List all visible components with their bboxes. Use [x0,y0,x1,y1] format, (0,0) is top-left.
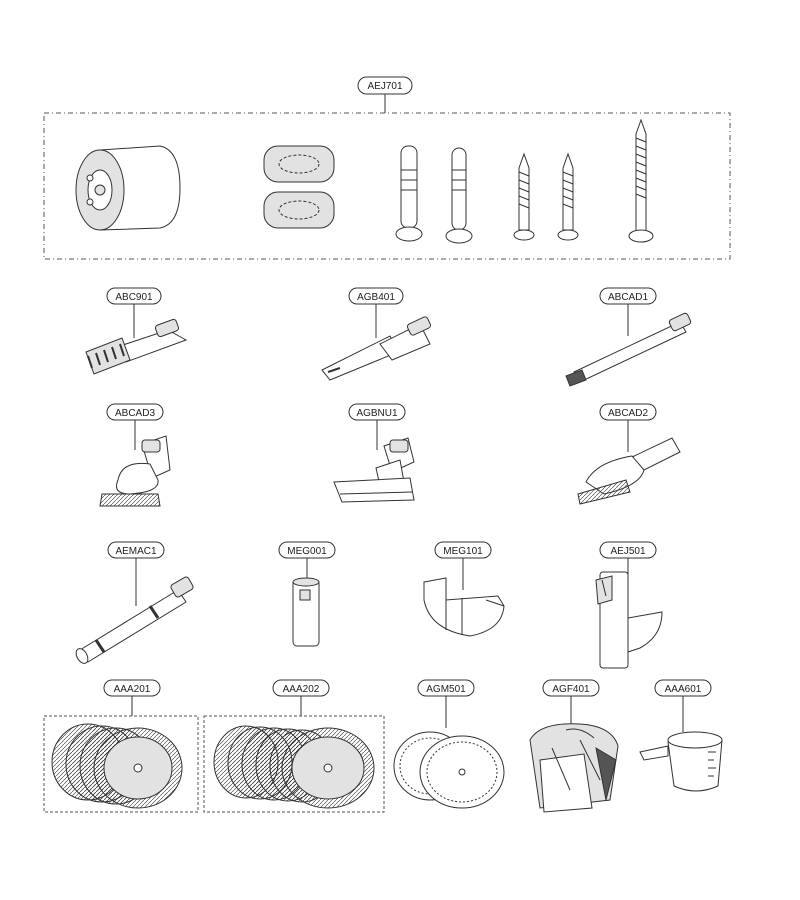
part-mop-pads-aaa202[interactable] [213,725,375,809]
callout-agb401[interactable]: AGB401 [348,287,404,338]
svg-text:ABCAD1: ABCAD1 [608,292,648,303]
part-pad-lower[interactable] [263,191,335,229]
callout-abcad2[interactable]: ABCAD2 [599,403,657,452]
part-pin-2[interactable] [445,147,473,244]
part-cylinder-adapter[interactable] [75,145,181,231]
part-filter-bag[interactable] [529,723,619,813]
svg-text:AEJ501: AEJ501 [610,546,645,557]
callout-agm501[interactable]: AGM501 [417,679,475,728]
kit-box-aaa202 [203,715,385,813]
svg-text:AGBNU1: AGBNU1 [356,408,398,419]
callout-aaa202[interactable]: AAA202 [272,679,330,716]
part-long-screw[interactable] [628,118,654,243]
part-filter-discs[interactable] [393,731,505,809]
callout-aaa601[interactable]: AAA601 [654,679,712,732]
callout-meg101[interactable]: MEG101 [434,541,492,590]
part-extension-wand[interactable] [74,576,194,665]
callout-agf401[interactable]: AGF401 [542,679,600,724]
svg-text:AGB401: AGB401 [357,292,395,303]
part-upholstery-tool[interactable] [333,437,415,503]
svg-text:AAA601: AAA601 [665,684,702,695]
part-long-crevice-tool[interactable] [565,312,692,387]
part-angled-brush[interactable] [577,437,681,505]
svg-text:AGM501: AGM501 [426,684,466,695]
svg-text:AGF401: AGF401 [552,684,590,695]
callout-agbnu1[interactable]: AGBNU1 [348,403,406,450]
part-pad-upper[interactable] [263,145,335,183]
svg-text:MEG001: MEG001 [287,546,327,557]
callout-aemac1[interactable]: AEMAC1 [107,541,165,606]
callout-aaa201[interactable]: AAA201 [103,679,161,716]
svg-text:AAA202: AAA202 [283,684,320,695]
svg-text:AAA201: AAA201 [114,684,151,695]
part-mop-pads-aaa201[interactable] [51,723,183,809]
part-combination-brush[interactable] [85,318,188,375]
callout-abcad3[interactable]: ABCAD3 [106,403,164,450]
part-wall-bracket[interactable] [595,571,663,669]
part-screw-2[interactable] [557,152,579,241]
part-dusting-brush[interactable] [99,435,171,507]
callout-abc901[interactable]: ABC901 [106,287,162,338]
svg-text:ABC901: ABC901 [115,292,153,303]
svg-text:MEG101: MEG101 [443,546,483,557]
kit-box-aej701 [43,112,731,260]
part-holder-tube[interactable] [292,577,320,647]
part-screw-1[interactable] [513,152,535,241]
part-crevice-tool[interactable] [321,316,432,381]
part-measuring-cup[interactable] [639,731,723,792]
callout-meg001[interactable]: MEG001 [278,541,336,580]
svg-text:AEMAC1: AEMAC1 [115,546,157,557]
svg-text:ABCAD2: ABCAD2 [608,408,648,419]
part-pin-1[interactable] [395,145,423,242]
callout-aej701[interactable]: AEJ701 [357,76,413,113]
callout-abcad1[interactable]: ABCAD1 [599,287,657,336]
svg-text:AEJ701: AEJ701 [367,81,402,92]
part-clip-mount[interactable] [423,577,505,637]
svg-text:ABCAD3: ABCAD3 [115,408,155,419]
kit-box-aaa201 [43,715,199,813]
